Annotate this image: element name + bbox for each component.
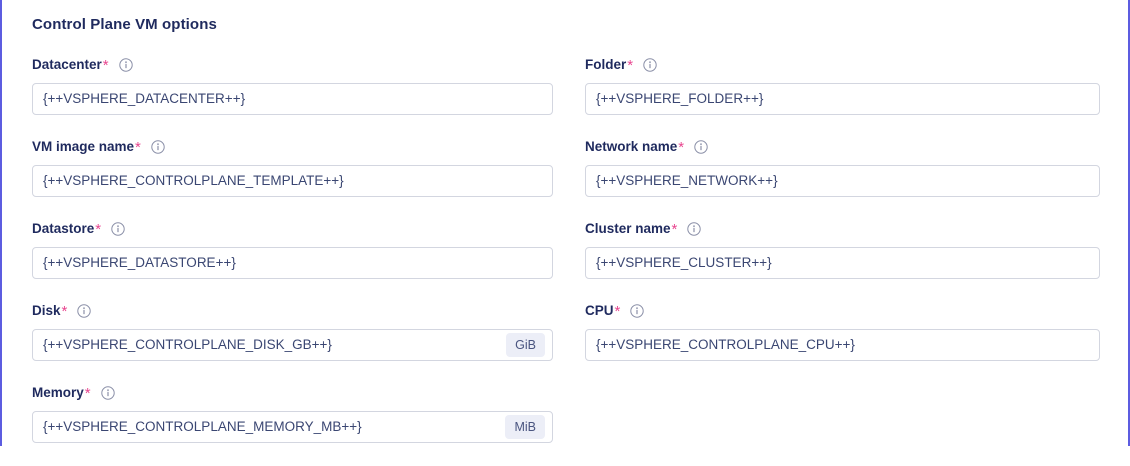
info-circle-icon[interactable] (100, 386, 115, 400)
info-circle-icon[interactable] (118, 58, 133, 72)
info-circle-icon[interactable] (687, 222, 702, 236)
input-cpu[interactable]: {++VSPHERE_CONTROLPLANE_CPU++} (585, 329, 1100, 361)
field-disk: Disk * {++VSPHERE_CONTROLPLANE_DISK_GB++… (32, 302, 553, 361)
field-label-row: Datacenter * (32, 56, 553, 74)
field-label-row: CPU * (585, 302, 1100, 320)
required-marker: * (95, 221, 102, 238)
form-grid: Datacenter * {++VSPHERE_DATACENTER++} Fo… (32, 56, 1100, 466)
required-marker: * (614, 303, 621, 320)
field-label-datastore: Datastore (32, 221, 95, 236)
field-label-row: Memory * (32, 384, 553, 402)
field-cpu: CPU * {++VSPHERE_CONTROLPLANE_CPU++} (585, 302, 1100, 361)
input-vm-image-name[interactable]: {++VSPHERE_CONTROLPLANE_TEMPLATE++} (32, 165, 553, 197)
input-value: {++VSPHERE_CONTROLPLANE_MEMORY_MB++} (43, 419, 362, 434)
field-datastore: Datastore * {++VSPHERE_DATASTORE++} (32, 220, 553, 279)
field-datacenter: Datacenter * {++VSPHERE_DATACENTER++} (32, 56, 553, 115)
field-label-row: Folder * (585, 56, 1100, 74)
input-memory[interactable]: {++VSPHERE_CONTROLPLANE_MEMORY_MB++} MiB (32, 411, 553, 443)
required-marker: * (84, 385, 91, 402)
field-label-cpu: CPU (585, 303, 614, 318)
field-label-cluster-name: Cluster name (585, 221, 671, 236)
field-label-memory: Memory (32, 385, 84, 400)
info-circle-icon[interactable] (111, 222, 125, 236)
info-circle-icon[interactable] (694, 140, 708, 154)
input-datacenter[interactable]: {++VSPHERE_DATACENTER++} (32, 83, 553, 115)
field-folder: Folder * {++VSPHERE_FOLDER++} (585, 56, 1100, 115)
required-marker: * (102, 57, 109, 74)
field-label-folder: Folder (585, 57, 627, 72)
input-value: {++VSPHERE_DATACENTER++} (43, 91, 246, 106)
info-circle-icon[interactable] (151, 140, 165, 154)
field-vm-image-name: VM image name * {++VSPHERE_CONTROLPLANE_… (32, 138, 553, 197)
field-label-row: Network name * (585, 138, 1100, 156)
section-title: Control Plane VM options (32, 16, 217, 33)
input-datastore[interactable]: {++VSPHERE_DATASTORE++} (32, 247, 553, 279)
input-value: {++VSPHERE_CONTROLPLANE_TEMPLATE++} (43, 173, 344, 188)
field-label-datacenter: Datacenter (32, 57, 102, 72)
input-value: {++VSPHERE_CLUSTER++} (596, 255, 772, 270)
input-value: {++VSPHERE_DATASTORE++} (43, 255, 236, 270)
required-marker: * (61, 303, 68, 320)
info-circle-icon[interactable] (630, 304, 645, 318)
input-network-name[interactable]: {++VSPHERE_NETWORK++} (585, 165, 1100, 197)
field-label-row: Datastore * (32, 220, 553, 238)
info-circle-icon[interactable] (643, 58, 657, 72)
input-cluster-name[interactable]: {++VSPHERE_CLUSTER++} (585, 247, 1100, 279)
field-label-disk: Disk (32, 303, 61, 318)
required-marker: * (135, 139, 141, 156)
input-value: {++VSPHERE_NETWORK++} (596, 173, 778, 188)
required-marker: * (627, 57, 634, 74)
field-cluster-name: Cluster name * {++VSPHERE_CLUSTER++} (585, 220, 1100, 279)
input-disk[interactable]: {++VSPHERE_CONTROLPLANE_DISK_GB++} GiB (32, 329, 553, 361)
field-memory: Memory * {++VSPHERE_CONTROLPLANE_MEMORY_… (32, 384, 553, 443)
field-label-vm-image-name: VM image name (32, 139, 135, 154)
required-marker: * (671, 221, 678, 238)
field-label-row: VM image name * (32, 138, 553, 156)
input-value: {++VSPHERE_CONTROLPLANE_DISK_GB++} (43, 337, 332, 352)
unit-badge-gib: GiB (506, 333, 545, 357)
control-plane-vm-options-panel: Control Plane VM options Datacenter * {+… (0, 0, 1130, 446)
field-label-row: Disk * (32, 302, 553, 320)
field-network-name: Network name * {++VSPHERE_NETWORK++} (585, 138, 1100, 197)
field-label-row: Cluster name * (585, 220, 1100, 238)
required-marker: * (678, 139, 685, 156)
input-folder[interactable]: {++VSPHERE_FOLDER++} (585, 83, 1100, 115)
info-circle-icon[interactable] (77, 304, 92, 318)
unit-badge-mib: MiB (505, 415, 545, 439)
field-label-network-name: Network name (585, 139, 678, 154)
input-value: {++VSPHERE_CONTROLPLANE_CPU++} (596, 337, 855, 352)
input-value: {++VSPHERE_FOLDER++} (596, 91, 764, 106)
